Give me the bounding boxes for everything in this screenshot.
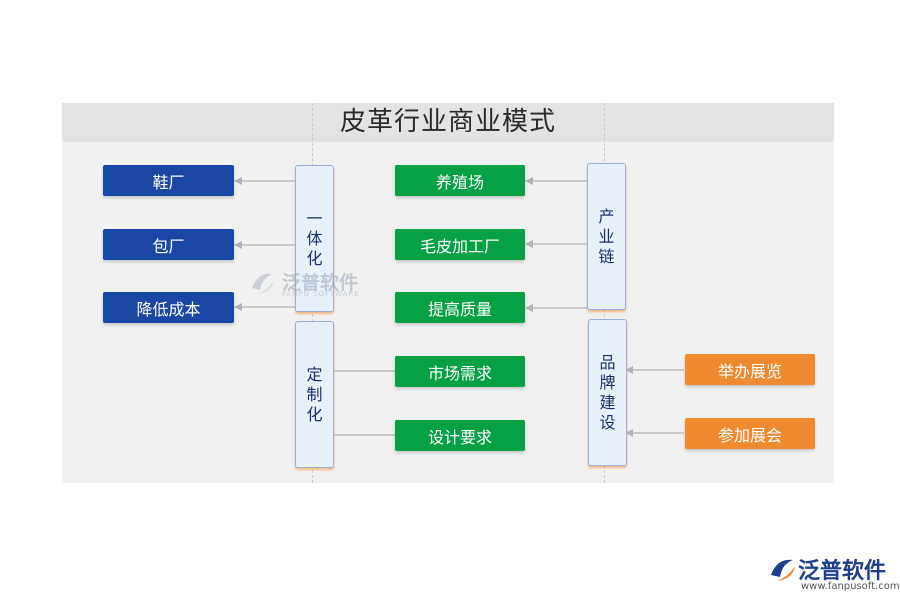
category-customization: 定制化 — [295, 321, 334, 468]
node-market-demand: 市场需求 — [395, 356, 525, 387]
node-fur-factory: 毛皮加工厂 — [395, 229, 525, 260]
category-char: 体 — [306, 228, 323, 248]
watermark-subtitle: FANPU SOFTWARE — [282, 290, 360, 298]
category-char: 业 — [598, 226, 615, 246]
category-integration: 一体化 — [295, 165, 334, 312]
category-char: 定 — [306, 364, 323, 384]
category-char: 牌 — [599, 372, 616, 392]
logo-url: www.fanpusoft.com — [801, 581, 900, 592]
category-char: 链 — [598, 246, 615, 266]
category-brand-building: 品牌建设 — [588, 319, 627, 466]
node-shoe-factory: 鞋厂 — [103, 165, 234, 196]
watermark-logo-icon — [252, 273, 274, 294]
node-attend-expo: 参加展会 — [685, 418, 815, 449]
category-char: 化 — [306, 248, 323, 268]
node-bag-factory: 包厂 — [103, 229, 234, 260]
category-char: 品 — [599, 352, 616, 372]
node-farm: 养殖场 — [395, 165, 525, 196]
category-char: 产 — [598, 206, 615, 226]
watermark: 泛普软件 FANPU SOFTWARE — [248, 268, 368, 302]
diagram-title: 皮革行业商业模式 — [339, 107, 556, 137]
category-char: 建 — [599, 392, 616, 412]
category-char: 制 — [306, 384, 323, 404]
node-design-requirement: 设计要求 — [395, 420, 525, 451]
category-char: 一 — [306, 208, 323, 228]
node-improve-quality: 提高质量 — [395, 292, 525, 323]
brand-logo: 泛普软件 www.fanpusoft.com — [768, 550, 900, 595]
category-char: 化 — [306, 404, 323, 424]
title-band — [62, 103, 834, 142]
node-reduce-cost: 降低成本 — [103, 292, 234, 323]
node-hold-exhibition: 举办展览 — [685, 354, 815, 385]
category-industry-chain: 产业链 — [587, 163, 626, 310]
fanpu-logo-icon — [771, 559, 795, 581]
logo-name: 泛普软件 — [798, 559, 887, 584]
category-char: 设 — [599, 412, 616, 432]
watermark-name: 泛普软件 — [282, 272, 359, 294]
